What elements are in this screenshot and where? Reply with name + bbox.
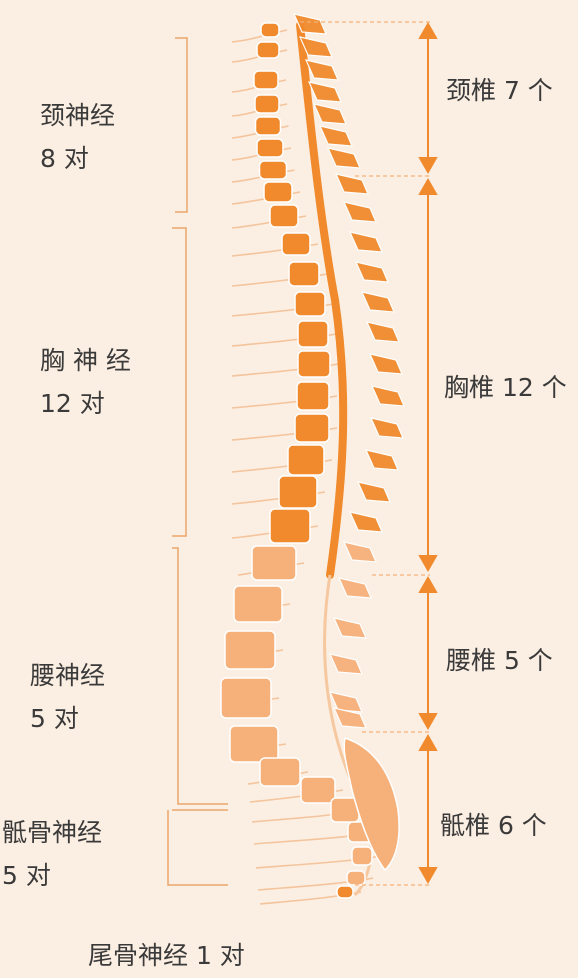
vertebral-body (336, 885, 354, 899)
spinous-process (348, 511, 383, 533)
spinous-process (368, 353, 403, 375)
label-cervical-vertebrae: 颈椎 7 个 (446, 76, 553, 105)
spinous-process (348, 231, 383, 253)
vertebral-body (297, 320, 329, 348)
spinous-process (334, 173, 369, 195)
vertebral-body (263, 181, 293, 203)
spinous-process (342, 541, 377, 563)
vertebral-body (260, 22, 280, 38)
spinous-process (356, 481, 391, 503)
bracket-cervical (175, 37, 188, 213)
vertebral-body (229, 725, 279, 763)
spinous-process (360, 291, 395, 313)
label-thoracic-nerves-name: 胸 神 经 (40, 346, 131, 375)
nerve-line (231, 49, 288, 63)
label-coccygeal-nerves: 尾骨神经 1 对 (88, 941, 245, 970)
spinous-process (298, 36, 333, 58)
spinous-process (304, 59, 339, 81)
left-brackets (167, 37, 228, 886)
label-thoracic-nerves: 胸 神 经 12 对 (40, 340, 131, 425)
spinous-process (369, 417, 404, 439)
vertebral-body (224, 630, 276, 670)
label-sacral-nerves-count: 5 对 (2, 860, 51, 890)
vertebral-body (269, 508, 311, 544)
spinous-process (326, 147, 361, 169)
vertebral-body (259, 757, 301, 787)
label-lumbar-nerves: 腰神经 5 对 (30, 655, 105, 740)
vertebral-body (297, 350, 331, 378)
bracket-thoracic (172, 227, 187, 537)
label-sacral-nerves: 骶骨神经 5 对 (2, 812, 102, 897)
bracket-sacral (167, 810, 228, 886)
spinous-process (364, 449, 399, 471)
sacrum (343, 737, 400, 872)
vertebral-body (253, 70, 279, 90)
spinous-process (342, 201, 377, 223)
spinous-processes (292, 13, 405, 872)
spinous-process (365, 321, 400, 343)
label-cervical-nerves-count: 8 对 (40, 143, 89, 173)
bracket-lumbar (172, 547, 228, 805)
vertebral-body (351, 846, 373, 866)
label-thoracic-vertebrae: 胸椎 12 个 (444, 373, 567, 402)
spinous-process (332, 617, 367, 639)
label-sacral-nerves-name: 骶骨神经 (2, 818, 103, 847)
vertebral-body (296, 381, 330, 411)
vertebral-body (287, 444, 325, 476)
spinous-process (307, 81, 342, 103)
vertebral-body (254, 94, 280, 114)
label-thoracic-nerves-count: 12 对 (40, 388, 105, 418)
vertebral-body (294, 291, 326, 317)
spinous-process (292, 13, 327, 35)
label-lumbar-nerves-name: 腰神经 (30, 661, 106, 690)
label-lumbar-vertebrae: 腰椎 5 个 (446, 646, 553, 675)
vertebral-body (256, 41, 280, 59)
spinous-process (354, 261, 389, 283)
nerve-line (231, 29, 288, 43)
vertebral-body (288, 261, 320, 287)
label-cervical-nerves-name: 颈神经 (40, 101, 116, 130)
vertebral-body (220, 677, 272, 719)
vertebral-body (278, 475, 318, 509)
spinous-process (312, 103, 347, 125)
spinous-process (318, 125, 353, 147)
vertebral-body (281, 232, 311, 256)
vertebral-body (300, 776, 336, 804)
label-cervical-nerves: 颈神经 8 对 (40, 95, 115, 180)
vertebral-body (258, 160, 288, 180)
vertebral-body (256, 138, 284, 158)
label-sacral-vertebrae: 骶椎 6 个 (440, 811, 547, 840)
right-dimension-arrows (300, 21, 438, 886)
vertebral-body (233, 585, 283, 623)
spinous-process (328, 653, 363, 675)
vertebral-bodies (220, 22, 373, 899)
nerve-line (231, 147, 292, 161)
vertebral-body (346, 870, 366, 886)
label-lumbar-nerves-count: 5 对 (30, 703, 79, 733)
spinous-process (328, 691, 363, 713)
vertebral-body (294, 413, 330, 443)
spinous-process (337, 577, 372, 599)
vertebral-body (251, 545, 297, 581)
spinous-process (370, 385, 405, 407)
vertebral-body (254, 116, 282, 136)
spinous-process (332, 707, 367, 729)
vertebral-body (269, 204, 299, 228)
